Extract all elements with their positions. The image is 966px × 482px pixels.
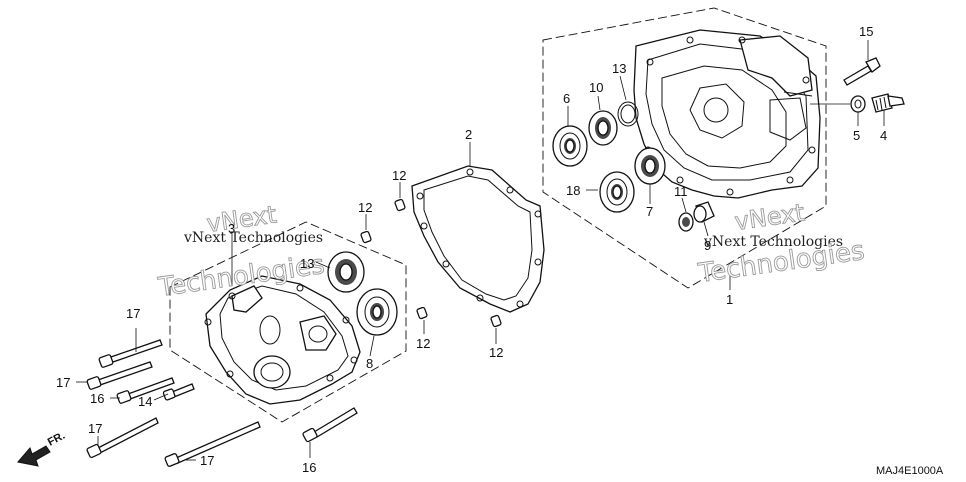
bearing-18 [599,171,635,213]
callout-label: 15 [859,24,873,39]
callout-label: 8 [366,356,373,371]
callout-label: 14 [138,394,152,409]
callout-label: 5 [853,128,860,143]
callout-label: 6 [563,91,570,106]
callout-label: 16 [302,460,316,475]
bolt-17-a [98,339,163,368]
dowel-pin-b [360,230,372,244]
sensor-4 [871,93,905,113]
bearing-10 [588,110,618,146]
callout-label: 2 [465,127,472,142]
callout-label: 1 [726,292,733,307]
bolt-17-d [164,421,261,467]
callout-label: 18 [566,183,580,198]
watermark-text: vNext [733,198,806,235]
gasket-2 [411,165,545,313]
callout-label: 12 [358,200,372,215]
leader-lines [76,40,885,461]
callout-label: 11 [674,184,688,199]
bolt-17-c [86,417,159,459]
callout-label: 13 [612,61,626,76]
callout-label: 17 [200,453,214,468]
callout-label: 13 [300,256,314,271]
callout-label: 7 [646,204,653,219]
callout-label: 17 [88,421,102,436]
dowel-pin-d [490,314,502,328]
watermark-text: vNext Technologies [183,230,323,246]
callout-label: 12 [489,345,503,360]
dowel-pin-a [394,198,406,212]
callout-label: 12 [392,168,406,183]
collar-9 [693,201,715,223]
diagram-reference-code: MAJ4E1000A [876,465,944,477]
bolt-16-b [302,407,358,443]
washer-5 [850,95,866,113]
dowel-pin-c [416,306,428,320]
left-cover [204,275,361,405]
bearing-8 [356,288,398,336]
callout-label: 9 [704,238,711,253]
callout-label: 4 [880,128,887,143]
callout-label: 17 [126,306,140,321]
bolt-15 [843,57,881,86]
callout-label: 10 [589,80,603,95]
left-group-outline [169,221,407,423]
snap-ring-13 [617,101,639,127]
right-group-outline [542,7,827,289]
bolt-17-b [86,361,153,390]
callout-label: 16 [90,391,104,406]
watermark-text: vNext Technologies [703,234,843,250]
bolt-16-a [116,377,175,404]
bearing-6 [552,125,588,167]
oil-seal-11 [678,212,694,232]
bolt-14 [162,383,195,401]
bearing-13-left [327,251,365,293]
direction-label: FR. [46,430,67,449]
front-arrow-icon [17,445,51,467]
front-direction-indicator: FR. [17,430,67,467]
bearing-7 [634,147,666,185]
callout-label: 3 [228,221,235,236]
callout-label: 12 [416,336,430,351]
callout-label: 17 [56,375,70,390]
callout-labels: 1 2 3 4 5 6 7 8 9 10 11 12 12 12 12 13 1… [56,24,887,475]
